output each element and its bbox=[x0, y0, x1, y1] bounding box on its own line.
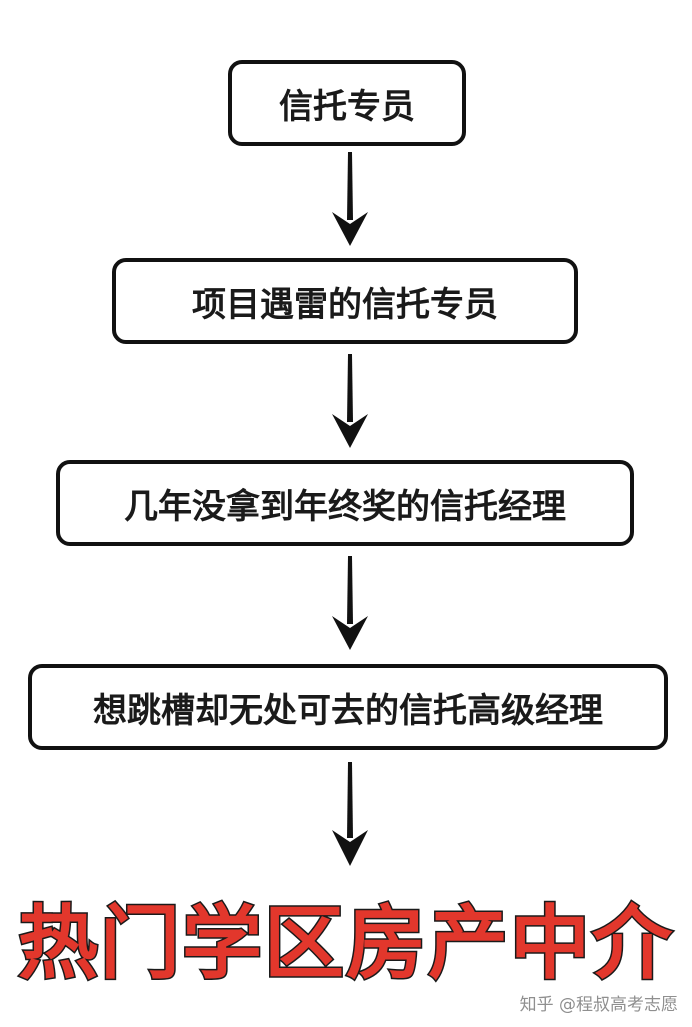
step-label-3: 几年没拿到年终奖的信托经理 bbox=[124, 486, 566, 527]
down-arrow-icon bbox=[332, 152, 368, 246]
down-arrow-icon bbox=[332, 762, 368, 866]
final-destination-headline: 热门学区房产中介 bbox=[17, 896, 674, 992]
step-label-2: 项目遇雷的信托专员 bbox=[192, 284, 498, 325]
step-label-1: 信托专员 bbox=[279, 86, 415, 127]
source-watermark: 知乎 @程叔高考志愿 bbox=[519, 995, 678, 1015]
step-box-2: 项目遇雷的信托专员 bbox=[112, 258, 578, 344]
down-arrow-icon bbox=[332, 354, 368, 448]
step-box-1: 信托专员 bbox=[228, 60, 466, 146]
step-box-4: 想跳槽却无处可去的信托高级经理 bbox=[28, 664, 668, 750]
step-label-4: 想跳槽却无处可去的信托高级经理 bbox=[93, 690, 603, 731]
down-arrow-icon bbox=[332, 556, 368, 650]
step-box-3: 几年没拿到年终奖的信托经理 bbox=[56, 460, 634, 546]
